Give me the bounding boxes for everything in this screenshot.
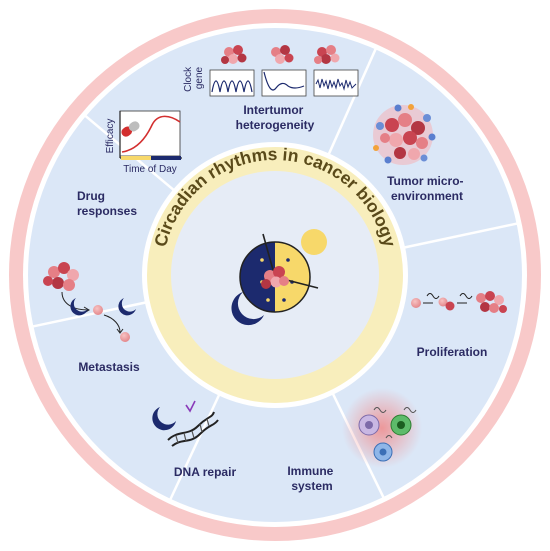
tumor-growth-icon [476,291,507,313]
primary-tumor-icon [43,262,79,291]
moon-icon [118,298,136,316]
day-half [275,242,310,312]
tumor-microenvironment-icon [373,104,436,165]
pill-icon [121,121,140,137]
dna-icon [167,400,219,447]
segment-drug-responses: Efficacy Time of Day Drug responses [77,110,182,218]
segment-proliferation: Proliferation [411,291,507,359]
segment-immune-system: Immune system [287,388,422,493]
segment-metastasis: Metastasis [43,262,140,374]
segment-intertumor: Clock gene Intertumor heterogeneity [183,45,359,132]
segment-tumor-microenvironment: Tumor micro- environment [373,104,467,203]
clock-face [239,241,311,313]
proliferation-label: Proliferation [417,345,488,359]
cell-icon [411,298,421,308]
segment-dna-repair: DNA repair [152,400,237,479]
metastatic-cell-icon [120,332,130,342]
center-clock-graphic [231,229,327,326]
tumor-microenvironment-label: Tumor micro- environment [387,174,467,203]
moon-icon [231,292,264,326]
moon-icon [152,407,176,431]
intertumor-label: Intertumor heterogeneity [236,103,315,132]
tumor-2-icon [271,45,294,64]
inflammation-glow [342,388,422,468]
clock-gene-label: Clock gene [183,64,205,92]
segment-divider [32,300,151,328]
moon-icon [70,298,88,316]
clock-wave-1 [209,69,255,97]
segment-divider [399,222,518,250]
tumor-cluster-icon [261,266,289,289]
segment-divider [325,47,378,159]
drug-responses-label: Drug responses [77,189,137,218]
dna-repair-label: DNA repair [174,465,237,479]
night-half [240,242,275,312]
efficacy-curve [121,115,181,153]
metastasis-label: Metastasis [78,360,140,374]
sun-icon [301,229,327,255]
circulating-cell-icon [93,305,103,315]
tumor-1-icon [221,45,247,64]
time-axis-label: Time of Day [123,164,177,175]
immune-system-label: Immune system [287,464,336,493]
tumor-3-icon [314,45,340,64]
segment-divider [169,390,223,501]
wave-icon [426,293,440,299]
efficacy-axis-label: Efficacy [105,119,116,154]
arrow [61,291,89,311]
efficacy-chart [119,110,182,160]
